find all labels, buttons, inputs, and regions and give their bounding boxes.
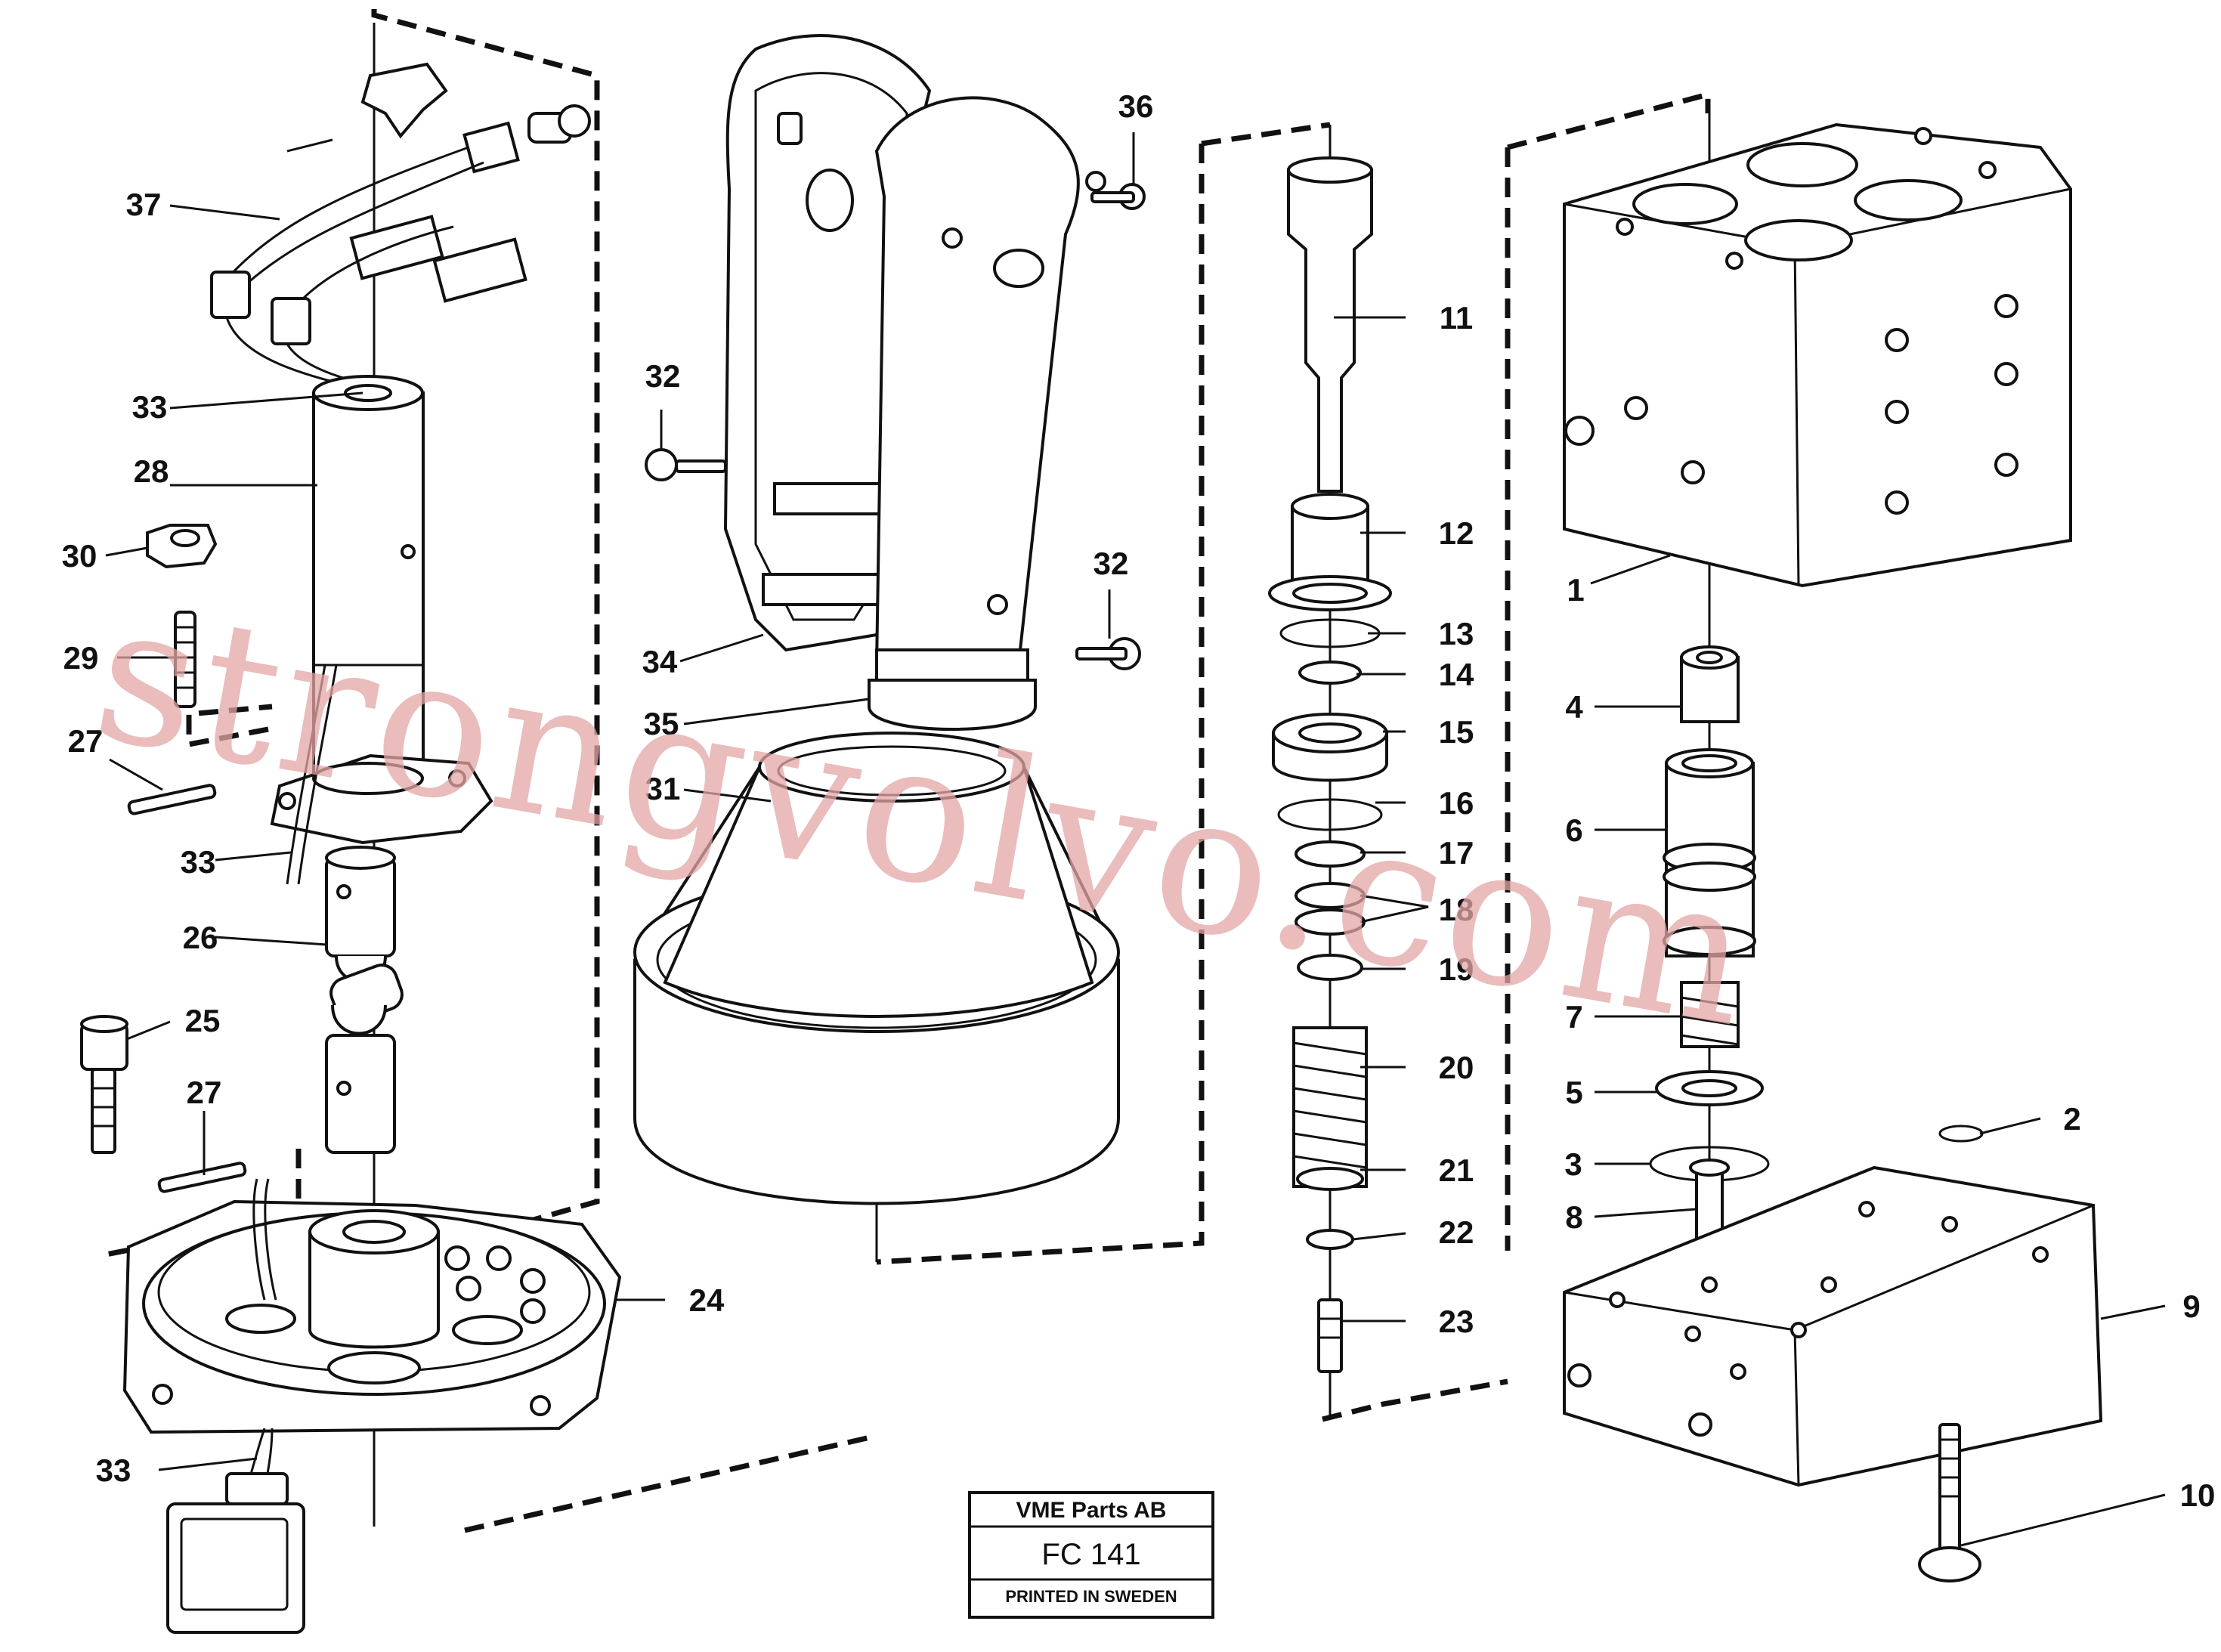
label-2: 2 [2063,1101,2080,1137]
label-19: 19 [1439,951,1474,987]
label-33c: 33 [96,1452,131,1488]
label-30: 30 [62,538,97,574]
label-32b: 32 [1093,546,1129,581]
part-labels: 1 2 3 4 5 6 7 8 9 10 11 12 13 14 15 16 1… [62,88,2216,1513]
label-23: 23 [1439,1304,1474,1339]
switch-harness [210,62,591,394]
handle-grip [868,96,1106,731]
figure-code: FC 141 [1041,1538,1140,1571]
label-5: 5 [1565,1075,1582,1110]
label-29: 29 [63,640,99,676]
label-20: 20 [1439,1050,1474,1085]
base-plate-24 [122,1178,622,1434]
label-25: 25 [185,1003,221,1038]
printed-note: PRINTED IN SWEDEN [1005,1587,1177,1606]
label-21: 21 [1439,1152,1474,1188]
label-26: 26 [183,920,218,955]
universal-joint-26 [325,846,404,1154]
label-34: 34 [642,644,678,679]
label-22: 22 [1439,1214,1474,1250]
valve-block-1 [1563,122,2072,588]
label-37: 37 [126,187,162,222]
label-27a: 27 [68,723,104,759]
label-14: 14 [1439,657,1474,692]
label-36: 36 [1118,88,1154,124]
label-31: 31 [645,771,681,806]
label-16: 16 [1439,785,1474,821]
label-8: 8 [1565,1199,1582,1235]
pins-27 [127,784,247,1193]
label-32a: 32 [645,358,681,394]
label-6: 6 [1565,812,1582,848]
label-28: 28 [134,453,169,489]
label-15: 15 [1439,714,1474,750]
label-1: 1 [1567,572,1584,608]
label-35: 35 [644,706,679,741]
label-13: 13 [1439,616,1474,651]
label-7: 7 [1565,999,1582,1035]
label-12: 12 [1439,515,1474,551]
label-33b: 33 [181,844,216,880]
screw-25 [80,1015,128,1154]
label-18: 18 [1439,892,1474,927]
label-3: 3 [1564,1146,1582,1182]
label-27b: 27 [187,1075,222,1110]
bolt-10 [1918,1423,1981,1582]
company-name: VME Parts AB [1016,1498,1167,1523]
handle-tube-28 [270,375,493,885]
valve-stack [1268,156,1392,1373]
boot-31 [633,732,1120,1205]
label-33a: 33 [132,389,168,425]
connector [166,1428,305,1634]
label-4: 4 [1565,689,1583,725]
screws-32-36 [645,183,1146,670]
label-9: 9 [2182,1288,2200,1324]
label-24: 24 [689,1282,725,1318]
title-block: VME Parts AB FC 141 PRINTED IN SWEDEN [968,1491,1214,1619]
label-17: 17 [1439,835,1474,871]
label-11: 11 [1440,300,1473,336]
leader-lines [105,132,2166,1547]
nut-and-stud [146,524,218,708]
bottom-plate-9 [1563,1165,2103,1487]
label-10: 10 [2180,1477,2216,1513]
spool-parts-4-8 [1649,645,1984,1256]
